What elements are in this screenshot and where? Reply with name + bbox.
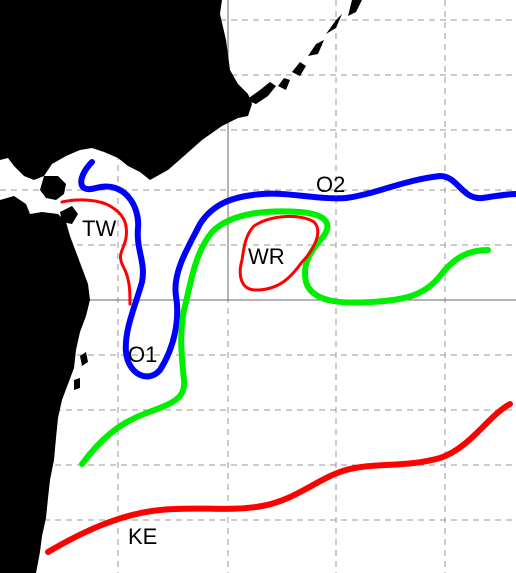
landmass [0,0,362,573]
warm-core-ring [238,214,320,292]
kuril-island-3 [308,40,324,56]
shimokita-peninsula [60,206,78,224]
kuril-island-5 [348,0,362,16]
label-o1: O1 [128,342,157,367]
label-wr: WR [248,244,285,269]
shiretoko-peninsula [246,82,276,104]
honshu-landmass [0,196,90,573]
islet-3 [74,378,80,390]
hokkaido-landmass [0,0,252,180]
kuril-island-1 [278,78,290,90]
label-tw: TW [82,216,116,241]
subarctic-front [79,208,491,467]
islet-2 [80,352,88,366]
oyashio-current [78,159,516,380]
label-o2: O2 [316,172,345,197]
tsugaru-warm-current [60,198,132,306]
kuroshio-extension [45,401,513,555]
oshima-peninsula [40,176,66,200]
label-ke: KE [128,524,157,549]
kuril-island-4 [326,14,342,34]
kuril-island-2 [292,62,306,76]
islet-1 [0,58,8,70]
